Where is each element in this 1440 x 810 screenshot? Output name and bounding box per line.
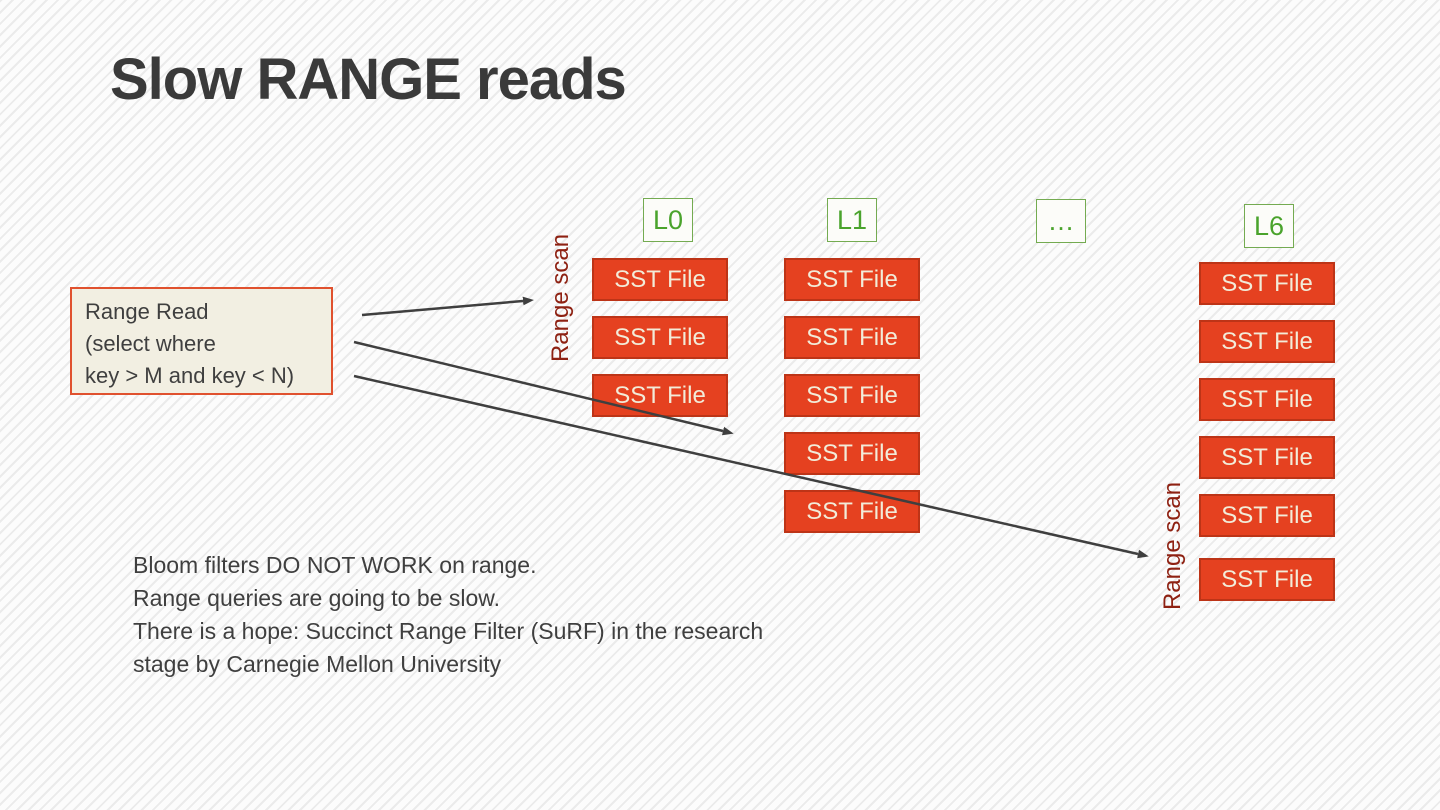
sst-column-l6: SST File SST File SST File SST File SST … — [1199, 262, 1335, 601]
notes-line-1: Bloom filters DO NOT WORK on range. — [133, 552, 537, 578]
sst-file-box: SST File — [1199, 320, 1335, 363]
callout-line-3: key > M and key < N) — [85, 363, 295, 388]
sst-file-box: SST File — [1199, 262, 1335, 305]
sst-file-box: SST File — [1199, 558, 1335, 601]
sst-column-l0: SST File SST File SST File — [592, 258, 728, 417]
level-header-l0: L0 — [643, 198, 693, 242]
sst-file-box: SST File — [1199, 436, 1335, 479]
notes-line-2: Range queries are going to be slow. — [133, 585, 500, 611]
range-read-callout: Range Read (select where key > M and key… — [70, 287, 333, 395]
notes-line-3: There is a hope: Succinct Range Filter (… — [133, 618, 764, 644]
callout-line-2: (select where — [85, 331, 216, 356]
sst-file-box: SST File — [592, 374, 728, 417]
sst-file-box: SST File — [1199, 378, 1335, 421]
notes-text: Bloom filters DO NOT WORK on range. Rang… — [133, 549, 763, 681]
notes-line-4: stage by Carnegie Mellon University — [133, 651, 502, 677]
callout-line-1: Range Read — [85, 299, 209, 324]
sst-file-box: SST File — [784, 258, 920, 301]
sst-file-box: SST File — [592, 258, 728, 301]
sst-file-box: SST File — [784, 432, 920, 475]
level-header-l1: L1 — [827, 198, 877, 242]
sst-file-box: SST File — [1199, 494, 1335, 537]
range-scan-label-l6: Range scan — [1159, 481, 1186, 611]
sst-column-l1: SST File SST File SST File SST File SST … — [784, 258, 920, 533]
sst-file-box: SST File — [784, 490, 920, 533]
sst-file-box: SST File — [592, 316, 728, 359]
sst-file-box: SST File — [784, 316, 920, 359]
level-header-ellipsis: … — [1036, 199, 1086, 243]
range-scan-label-l0: Range scan — [547, 233, 574, 363]
arrow-to-l6-icon — [353, 374, 1149, 559]
arrow-to-l0-icon — [361, 296, 534, 317]
level-header-l6: L6 — [1244, 204, 1294, 248]
sst-file-box: SST File — [784, 374, 920, 417]
slide-title: Slow RANGE reads — [110, 47, 627, 112]
